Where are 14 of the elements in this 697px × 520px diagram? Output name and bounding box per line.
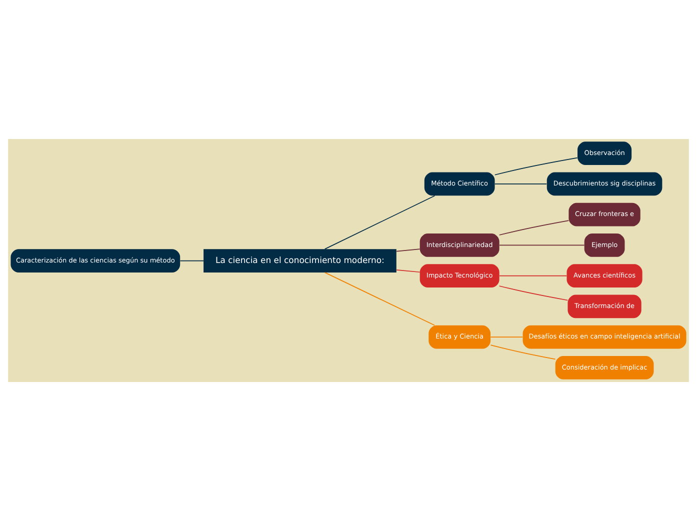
connector <box>499 244 585 246</box>
connector <box>498 220 570 235</box>
connector <box>396 248 420 252</box>
connector <box>490 336 524 337</box>
connector <box>494 156 578 175</box>
connector <box>499 274 568 276</box>
node-box: La ciencia en el conocimiento moderno: <box>204 248 396 272</box>
connector <box>324 194 436 249</box>
connector <box>498 285 568 300</box>
connector <box>490 344 556 360</box>
connector <box>494 183 548 184</box>
connector <box>180 260 204 261</box>
connector <box>396 268 420 272</box>
connector <box>324 272 435 326</box>
